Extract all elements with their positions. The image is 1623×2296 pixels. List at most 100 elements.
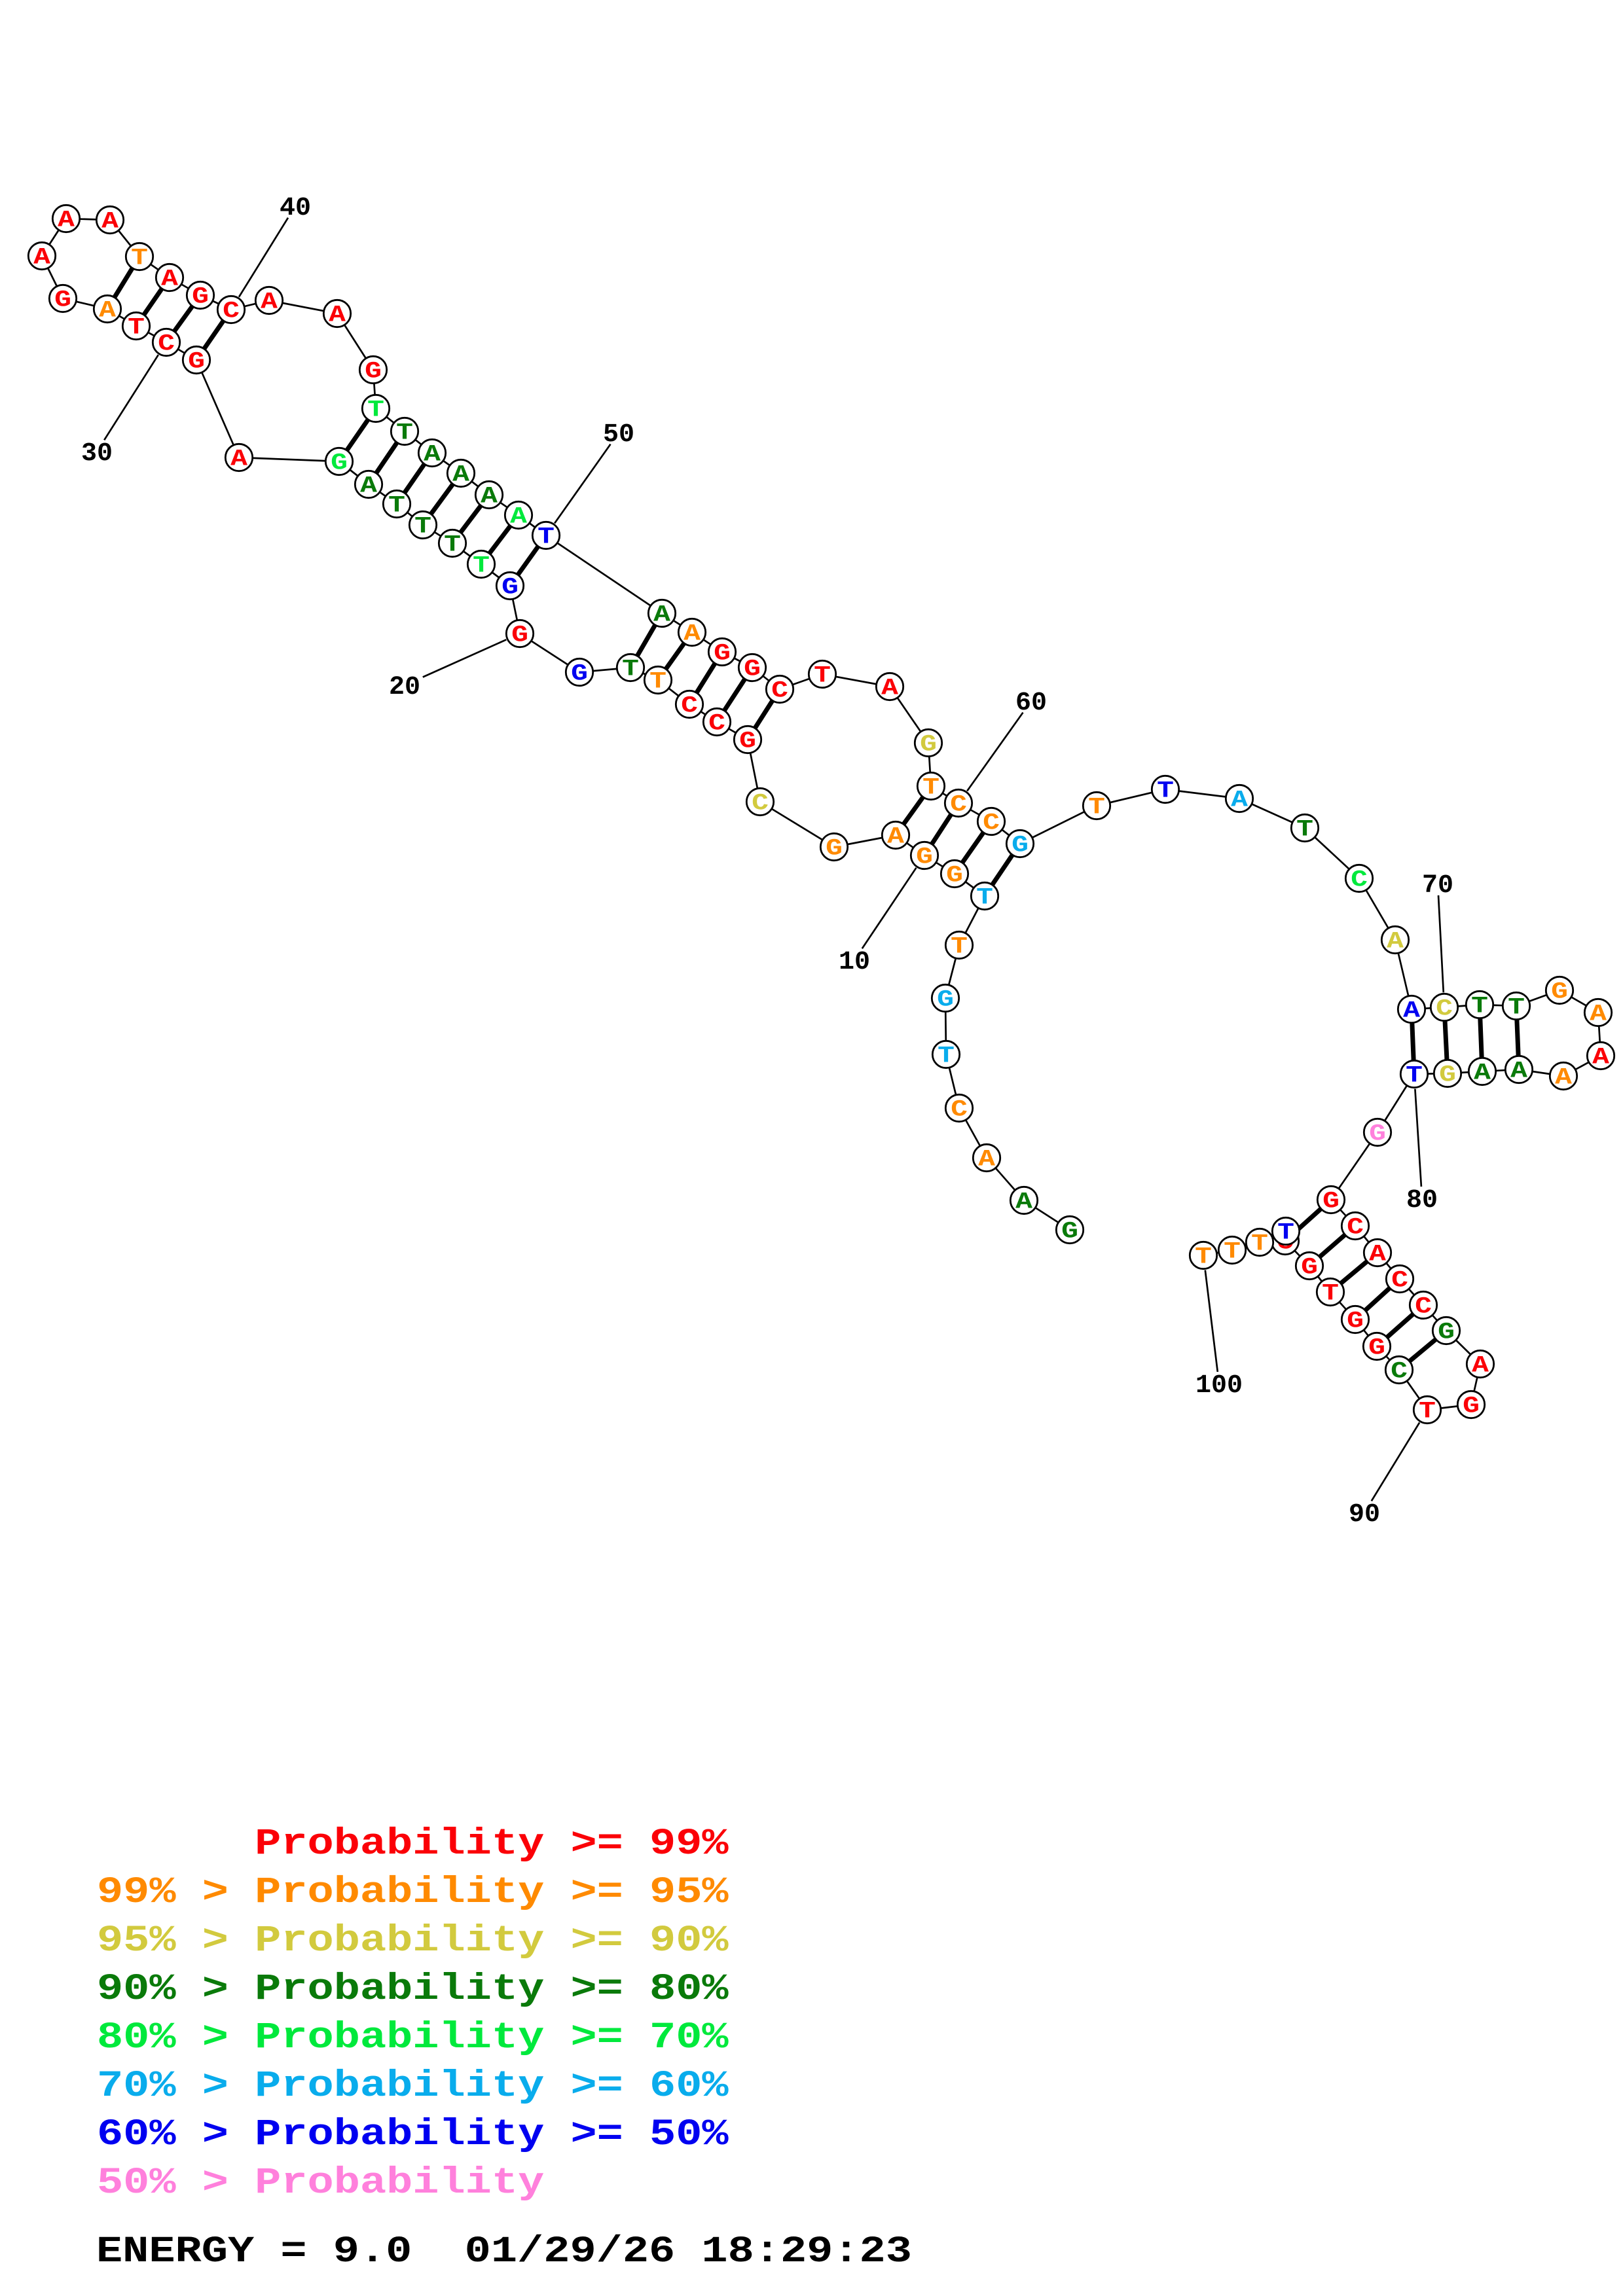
svg-text:C: C [1436, 996, 1453, 1022]
svg-text:C: C [752, 790, 769, 816]
svg-text:G: G [1439, 1062, 1456, 1088]
svg-text:G: G [916, 844, 933, 870]
svg-text:G: G [920, 731, 937, 757]
svg-text:C: C [983, 810, 1000, 836]
svg-text:A: A [1403, 997, 1420, 1024]
svg-text:A: A [161, 266, 178, 292]
svg-text:60% > Probability >= 50%: 60% > Probability >= 50% [97, 2113, 729, 2155]
svg-text:T: T [388, 492, 405, 518]
svg-text:G: G [54, 287, 71, 313]
svg-text:T: T [131, 245, 148, 271]
svg-text:G: G [714, 640, 731, 666]
svg-text:T: T [976, 884, 993, 910]
svg-text:T: T [1322, 1280, 1339, 1306]
svg-text:A: A [452, 461, 469, 488]
svg-text:C: C [223, 298, 240, 324]
svg-text:G: G [744, 656, 761, 682]
svg-text:G: G [946, 862, 963, 888]
svg-text:30: 30 [81, 439, 113, 469]
svg-text:G: G [192, 283, 209, 310]
svg-text:T: T [538, 524, 555, 550]
svg-text:80% > Probability >= 70%: 80% > Probability >= 70% [97, 2016, 729, 2058]
svg-text:A: A [1592, 1044, 1609, 1070]
svg-text:T: T [1157, 778, 1174, 804]
svg-text:50: 50 [603, 420, 634, 450]
svg-text:A: A [58, 207, 75, 233]
svg-text:C: C [950, 791, 967, 817]
svg-text:T: T [1195, 1244, 1212, 1270]
svg-text:A: A [1015, 1189, 1032, 1215]
svg-text:A: A [230, 446, 247, 472]
svg-text:A: A [481, 483, 498, 509]
svg-text:A: A [881, 675, 898, 701]
svg-text:A: A [424, 441, 441, 467]
svg-text:A: A [1231, 787, 1248, 813]
svg-text:G: G [1551, 978, 1568, 1005]
svg-text:60: 60 [1015, 689, 1047, 718]
svg-text:A: A [329, 302, 346, 328]
svg-text:T: T [473, 552, 490, 579]
svg-text:ENERGY = 9.0 01/29/26 18:29:2: ENERGY = 9.0 01/29/26 18:29:23 [96, 2230, 912, 2272]
svg-text:A: A [1555, 1064, 1572, 1090]
svg-text:C: C [158, 331, 175, 357]
svg-text:C: C [681, 692, 698, 719]
svg-text:G: G [501, 574, 519, 600]
svg-text:T: T [951, 933, 968, 960]
svg-text:T: T [938, 1043, 955, 1069]
svg-text:T: T [1471, 993, 1488, 1019]
svg-text:C: C [1391, 1267, 1408, 1293]
svg-text:G: G [331, 450, 348, 476]
svg-text:G: G [1368, 1335, 1385, 1361]
svg-text:G: G [1012, 832, 1029, 858]
svg-text:A: A [99, 297, 116, 323]
svg-text:C: C [1347, 1214, 1364, 1240]
svg-text:T: T [1508, 994, 1525, 1020]
svg-text:T: T [649, 668, 666, 694]
svg-text:C: C [951, 1096, 968, 1122]
svg-text:T: T [814, 662, 831, 689]
svg-text:G: G [937, 986, 954, 1013]
svg-text:G: G [1438, 1319, 1455, 1345]
svg-text:G: G [571, 660, 588, 687]
svg-text:T: T [367, 397, 384, 423]
svg-text:90: 90 [1349, 1500, 1380, 1530]
svg-text:G: G [511, 622, 528, 648]
svg-text:G: G [1061, 1218, 1078, 1244]
svg-text:95% > Probability >= 90%: 95% > Probability >= 90% [97, 1919, 729, 1962]
svg-text:G: G [1322, 1188, 1340, 1214]
svg-text:T: T [922, 774, 939, 800]
svg-text:C: C [1351, 867, 1368, 893]
svg-text:T: T [1296, 816, 1313, 842]
svg-text:T: T [1406, 1062, 1423, 1088]
svg-text:T: T [622, 656, 639, 682]
svg-text:G: G [739, 728, 756, 754]
svg-text:70% > Probability >= 60%: 70% > Probability >= 60% [97, 2064, 729, 2107]
svg-text:T: T [414, 513, 431, 539]
svg-text:90% > Probability >= 80%: 90% > Probability >= 80% [97, 1967, 729, 2010]
svg-text:Probability >= 99%: Probability >= 99% [97, 1822, 729, 1865]
svg-text:C: C [1391, 1358, 1408, 1384]
svg-text:A: A [261, 289, 278, 315]
svg-text:T: T [1251, 1230, 1268, 1257]
svg-text:40: 40 [280, 194, 311, 223]
svg-text:G: G [1463, 1393, 1480, 1419]
svg-text:50% > Probability: 50% > Probability [97, 2161, 544, 2204]
svg-text:A: A [33, 244, 50, 270]
svg-text:70: 70 [1422, 871, 1453, 901]
svg-text:C: C [771, 677, 788, 704]
svg-text:T: T [1419, 1398, 1436, 1424]
svg-text:10: 10 [839, 948, 870, 977]
svg-text:T: T [1277, 1219, 1294, 1246]
svg-text:T: T [1224, 1238, 1241, 1265]
svg-text:A: A [101, 208, 119, 234]
svg-text:C: C [1415, 1293, 1432, 1319]
svg-text:A: A [887, 823, 904, 850]
svg-text:A: A [1510, 1058, 1527, 1084]
svg-text:99% > Probability >= 95%: 99% > Probability >= 95% [97, 1871, 729, 1913]
svg-text:T: T [396, 420, 413, 446]
svg-text:G: G [1347, 1308, 1364, 1334]
svg-text:G: G [826, 835, 843, 861]
svg-text:20: 20 [389, 673, 420, 702]
svg-text:A: A [653, 601, 670, 628]
svg-text:A: A [684, 620, 701, 647]
